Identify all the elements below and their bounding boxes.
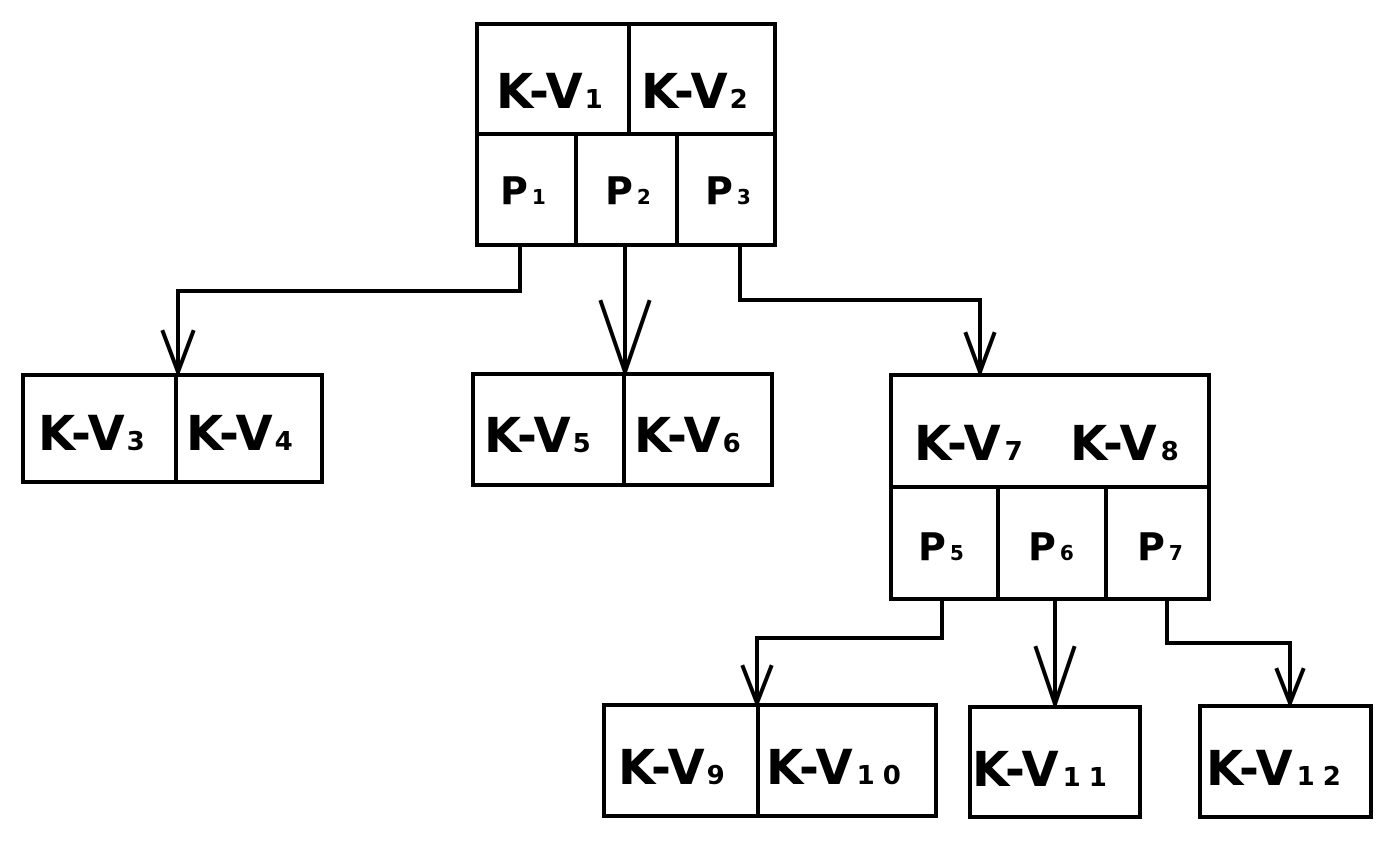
leaf-node-kv5-kv6: K-V5 K-V6	[471, 372, 774, 487]
leaf-key-kv4: K-V4	[186, 406, 301, 462]
edge-p3-to-kv7-kv8	[738, 215, 982, 374]
edge-p1-to-kv3-kv4	[176, 215, 522, 374]
arrowhead-kv7-kv8	[963, 331, 997, 378]
leaf-key-kv3: K-V3	[38, 406, 153, 462]
leaf-key-kv5: K-V5	[484, 408, 599, 464]
leaf-key-kv6: K-V6	[634, 408, 749, 464]
arrowhead-kv11	[1033, 645, 1077, 711]
leaf-key-kv9: K-V9	[618, 740, 733, 796]
leaf-node-kv3-kv4: K-V3 K-V4	[21, 373, 324, 484]
edge-p5-to-kv9-kv10	[755, 568, 944, 705]
edge-p7-to-kv12	[1165, 598, 1292, 705]
root-key-kv2: K-V2	[641, 64, 756, 120]
root-key-kv1: K-V1	[496, 64, 611, 120]
arrowhead-kv12	[1274, 667, 1306, 709]
arrowhead-kv3-kv4	[160, 329, 196, 378]
